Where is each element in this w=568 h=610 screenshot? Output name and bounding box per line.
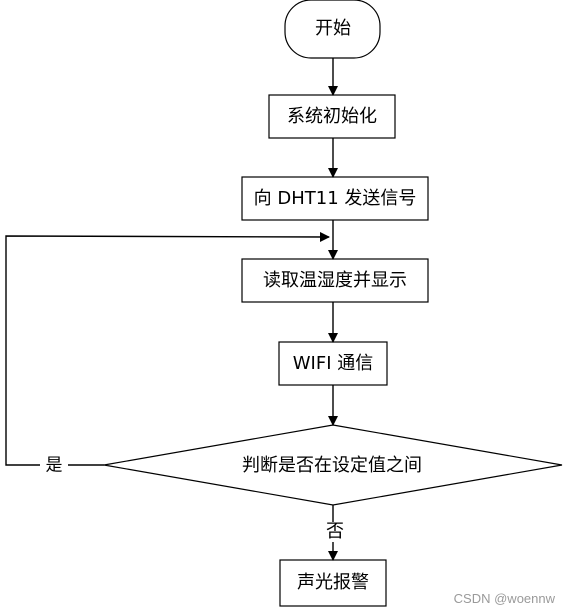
send-box — [241, 176, 429, 221]
send-label: 向 DHT11 发送信号 — [253, 188, 417, 209]
yes-loop-line-left — [5, 231, 330, 466]
wifi-box — [278, 341, 388, 386]
alarm-box — [279, 559, 387, 607]
read-box — [241, 258, 429, 303]
init-box — [268, 94, 396, 139]
alarm-label: 声光报警 — [297, 572, 369, 593]
wifi-label: WIFI 通信 — [292, 353, 374, 374]
decision-label: 判断是否在设定值之间 — [242, 455, 422, 476]
read-label: 读取温湿度并显示 — [263, 270, 407, 291]
no-label: 否 — [324, 521, 346, 542]
yes-label: 是 — [45, 455, 63, 476]
watermark: CSDN @woennw — [453, 591, 555, 606]
start-label: 开始 — [315, 18, 351, 39]
init-label: 系统初始化 — [287, 106, 377, 127]
